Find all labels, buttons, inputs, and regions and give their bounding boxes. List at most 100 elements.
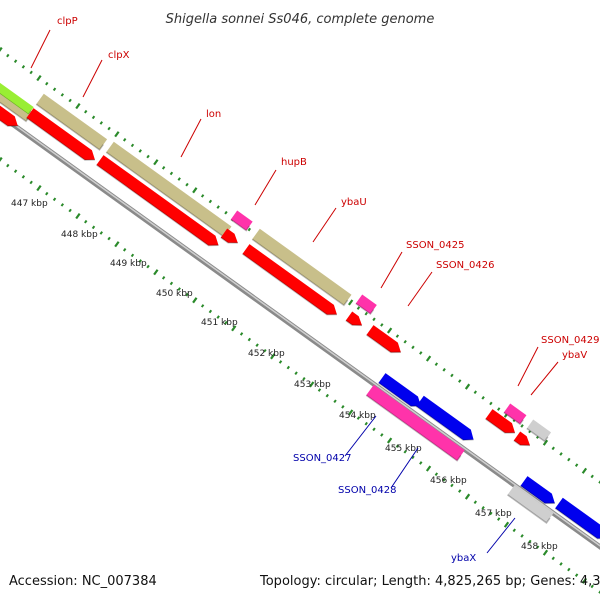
outer-tick bbox=[146, 154, 150, 159]
leader-line bbox=[530, 361, 559, 396]
inner-tick bbox=[481, 506, 485, 510]
outer-tick bbox=[425, 355, 432, 362]
inner-tick bbox=[6, 163, 10, 168]
tick-label: 451 kbp bbox=[201, 318, 238, 328]
outer-tick bbox=[36, 74, 42, 82]
outer-tick bbox=[130, 143, 135, 148]
ybaX-orf-blue bbox=[520, 476, 555, 504]
hupB-orf-red bbox=[220, 228, 238, 243]
ybaX-orf-blue-shade bbox=[520, 485, 555, 505]
SSON_0429-orf-red-shade bbox=[485, 418, 515, 434]
outer-tick bbox=[45, 81, 49, 86]
inner-tick bbox=[177, 287, 181, 291]
inner-tick bbox=[107, 236, 111, 241]
inner-tick bbox=[216, 315, 220, 319]
inner-tick bbox=[403, 449, 407, 454]
leader-line bbox=[517, 346, 539, 387]
gene-label: SSON_0426 bbox=[436, 260, 495, 271]
gene-label: SSON_0427 bbox=[293, 453, 352, 464]
inner-tick bbox=[239, 332, 244, 336]
topology-text: Topology: circular; Length: 4,825,265 bp… bbox=[259, 574, 600, 589]
inner-tick bbox=[356, 416, 361, 420]
backbone-highlight bbox=[0, 113, 600, 547]
inner-tick bbox=[574, 573, 579, 577]
outer-tick bbox=[60, 93, 65, 97]
outer-tick bbox=[481, 396, 485, 400]
ybaU-orf-khaki-shade bbox=[251, 238, 349, 307]
outer-tick bbox=[6, 53, 10, 58]
leader-line bbox=[180, 118, 202, 158]
outer-tick bbox=[598, 480, 600, 484]
gene-label: clpX bbox=[108, 50, 130, 61]
outer-tick bbox=[434, 362, 439, 366]
backbone-line bbox=[0, 112, 600, 550]
tick-label: 448 kbp bbox=[61, 230, 98, 240]
clpX-orf-red bbox=[26, 108, 95, 160]
inner-tick bbox=[364, 421, 368, 426]
inner-tick bbox=[442, 477, 446, 482]
feature-tracks bbox=[0, 82, 600, 540]
inner-tick bbox=[559, 562, 563, 566]
outer-tick bbox=[216, 205, 220, 209]
ybaX-orf-blue-2-shade bbox=[554, 507, 600, 540]
outer-tick bbox=[75, 103, 81, 110]
inner-tick bbox=[294, 371, 298, 375]
ybaX-orf-gray bbox=[507, 485, 554, 523]
outer-tick bbox=[419, 351, 423, 355]
inner-tick bbox=[528, 539, 532, 544]
accession-text: Accession: NC_007384 bbox=[9, 574, 157, 589]
clpP-orf-lime bbox=[0, 82, 34, 115]
inner-tick bbox=[192, 297, 198, 304]
outer-tick bbox=[464, 383, 471, 390]
outer-tick bbox=[192, 187, 198, 194]
outer-tick bbox=[364, 311, 368, 316]
inner-tick-ring bbox=[0, 156, 600, 594]
gene-label: ybaU bbox=[341, 197, 367, 208]
outer-tick bbox=[84, 109, 88, 114]
outer-tick bbox=[380, 323, 384, 327]
inner-tick bbox=[535, 545, 540, 549]
inner-tick bbox=[489, 511, 493, 516]
inner-tick bbox=[153, 269, 159, 276]
inner-tick bbox=[146, 264, 150, 269]
SSON_0425-orf bbox=[355, 294, 377, 314]
inner-tick bbox=[169, 281, 174, 286]
inner-tick bbox=[21, 175, 26, 179]
clpP-orf-khaki bbox=[0, 93, 31, 122]
inner-tick bbox=[386, 437, 393, 444]
outer-tick bbox=[177, 177, 181, 181]
inner-tick bbox=[270, 353, 276, 360]
inner-tick bbox=[302, 377, 306, 381]
gene-label: hupB bbox=[281, 157, 307, 168]
ybaX-orf-gray-shade bbox=[507, 494, 551, 524]
inner-tick bbox=[567, 567, 571, 572]
outer-tick bbox=[411, 345, 415, 350]
SSON_0428-orf-shade bbox=[365, 394, 462, 462]
clpP-orf-red bbox=[0, 105, 18, 127]
outer-tick bbox=[372, 317, 376, 322]
outer-tick bbox=[185, 182, 189, 187]
leader-line bbox=[407, 271, 433, 307]
SSON_0425-orf-red-shade bbox=[345, 319, 363, 327]
gene-label: ybaV bbox=[562, 350, 587, 361]
inner-tick bbox=[512, 528, 516, 533]
inner-tick bbox=[231, 325, 237, 332]
outer-tick bbox=[153, 159, 159, 166]
leader-line bbox=[390, 447, 419, 489]
clpX-orf-khaki-shade bbox=[35, 103, 104, 151]
inner-tick bbox=[598, 590, 600, 594]
outer-tick bbox=[489, 401, 493, 406]
tick-label: 447 kbp bbox=[11, 199, 48, 209]
SSON_0426-orf-shade bbox=[366, 334, 401, 354]
SSON_0429-orf-shade bbox=[503, 411, 524, 426]
SSON_0428-orf bbox=[366, 384, 465, 461]
inner-tick bbox=[309, 381, 315, 388]
inner-tick bbox=[503, 521, 510, 528]
ybaU-orf-red bbox=[242, 244, 337, 315]
outer-tick bbox=[247, 227, 252, 232]
SSON_0425-orf-red bbox=[345, 311, 362, 326]
ybaU-orf-red-shade bbox=[242, 253, 337, 316]
inner-tick bbox=[464, 493, 471, 500]
inner-tick bbox=[286, 365, 290, 370]
